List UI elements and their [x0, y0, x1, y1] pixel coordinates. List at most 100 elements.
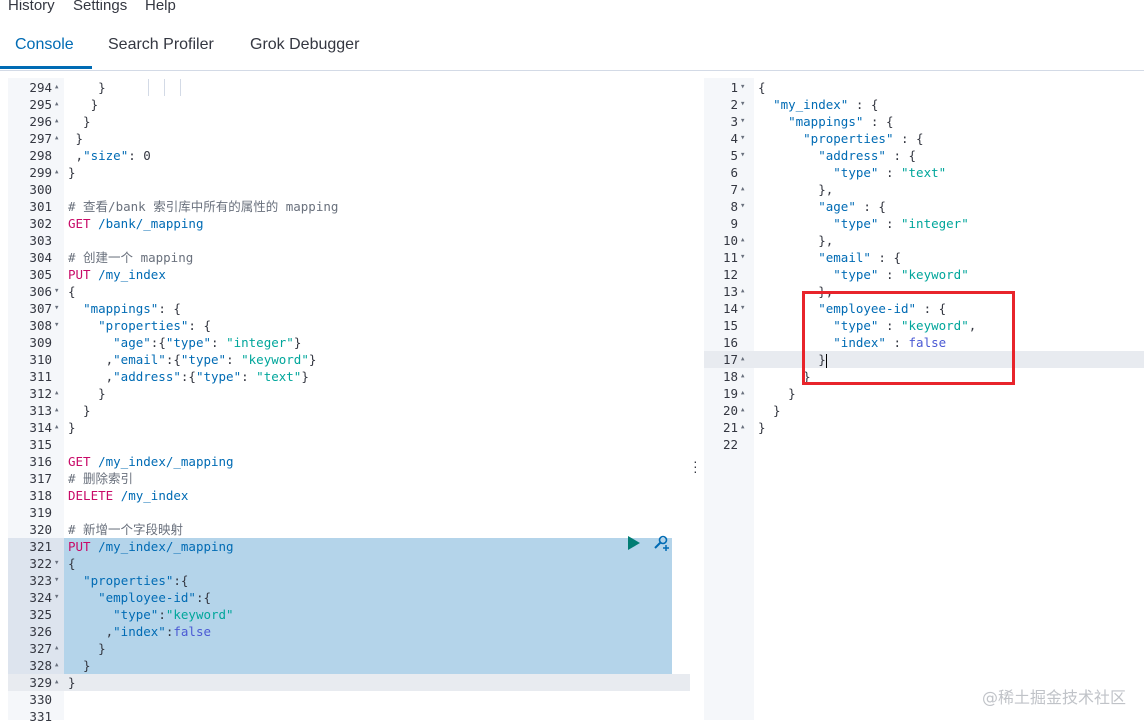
request-line: 319: [8, 504, 690, 521]
code-text: "type" : "text": [833, 165, 947, 180]
menu-help[interactable]: Help: [145, 0, 176, 14]
code-text: PUT /my_index/_mapping: [68, 539, 234, 554]
line-number: 12: [722, 267, 738, 282]
request-line: 295▴ }: [8, 96, 690, 113]
menu-bar: History Settings Help: [0, 0, 1144, 16]
code-text: ,"email":{"type": "keyword"}: [68, 352, 317, 367]
play-icon[interactable]: [628, 536, 640, 550]
line-number: 301: [29, 199, 52, 214]
tab-console[interactable]: Console: [15, 36, 74, 53]
fold-toggle-icon[interactable]: ▴: [740, 405, 746, 415]
fold-toggle-icon[interactable]: ▴: [54, 677, 60, 687]
request-line: 327▴ }: [8, 640, 690, 657]
line-number: 302: [29, 216, 52, 231]
response-line: 3▾ "mappings" : {: [704, 113, 1144, 130]
fold-toggle-icon[interactable]: ▴: [54, 116, 60, 126]
fold-toggle-icon[interactable]: ▴: [740, 371, 746, 381]
request-line: 314▴}: [8, 419, 690, 436]
menu-history[interactable]: History: [8, 0, 55, 14]
code-text: ,"address":{"type": "text"}: [68, 369, 309, 384]
fold-toggle-icon[interactable]: ▾: [54, 558, 60, 568]
tab-search-profiler[interactable]: Search Profiler: [108, 36, 214, 53]
line-number: 15: [722, 318, 738, 333]
menu-settings[interactable]: Settings: [73, 0, 128, 14]
line-number: 10: [722, 233, 738, 248]
fold-toggle-icon[interactable]: ▴: [54, 82, 60, 92]
fold-toggle-icon[interactable]: ▾: [740, 201, 746, 211]
fold-toggle-icon[interactable]: ▾: [740, 133, 746, 143]
tab-grok-debugger[interactable]: Grok Debugger: [250, 36, 360, 53]
response-line: 18▴ }: [704, 368, 1144, 385]
fold-toggle-icon[interactable]: ▾: [740, 82, 746, 92]
fold-toggle-icon[interactable]: ▾: [54, 303, 60, 313]
line-number: 3: [730, 114, 738, 129]
fold-toggle-icon[interactable]: ▾: [740, 116, 746, 126]
fold-toggle-icon[interactable]: ▾: [54, 592, 60, 602]
code-text: ,"index":false: [68, 624, 212, 639]
fold-toggle-icon[interactable]: ▴: [740, 388, 746, 398]
fold-toggle-icon[interactable]: ▴: [740, 184, 746, 194]
fold-toggle-icon[interactable]: ▴: [54, 643, 60, 653]
line-number: 327: [29, 641, 52, 656]
code-text: DELETE /my_index: [68, 488, 189, 503]
line-number: 16: [722, 335, 738, 350]
fold-toggle-icon[interactable]: ▴: [740, 354, 746, 364]
fold-toggle-icon[interactable]: ▾: [740, 252, 746, 262]
fold-toggle-icon[interactable]: ▴: [54, 388, 60, 398]
fold-toggle-icon[interactable]: ▾: [54, 575, 60, 585]
code-text: "email" : {: [818, 250, 902, 265]
code-text: # 新增一个字段映射: [68, 522, 184, 537]
code-text: },: [758, 182, 834, 197]
code-text: "age" : {: [818, 199, 886, 214]
response-line: 5▾ "address" : {: [704, 147, 1144, 164]
fold-toggle-icon[interactable]: ▾: [740, 99, 746, 109]
line-number: 11: [722, 250, 738, 265]
fold-toggle-icon[interactable]: ▾: [740, 150, 746, 160]
code-text: "type" : "keyword": [833, 267, 969, 282]
request-line: 326 ,"index":false: [8, 623, 690, 640]
line-number: 294: [29, 80, 52, 95]
line-number: 311: [29, 369, 52, 384]
response-line: 2▾ "my_index" : {: [704, 96, 1144, 113]
fold-toggle-icon[interactable]: ▴: [740, 422, 746, 432]
line-number: 316: [29, 454, 52, 469]
line-number: 6: [730, 165, 738, 180]
fold-toggle-icon[interactable]: ▾: [54, 286, 60, 296]
fold-toggle-icon[interactable]: ▴: [54, 99, 60, 109]
fold-toggle-icon[interactable]: ▴: [54, 660, 60, 670]
line-number: 1: [730, 80, 738, 95]
wrench-icon[interactable]: [652, 535, 670, 551]
fold-toggle-icon[interactable]: ▴: [54, 405, 60, 415]
active-tab-indicator: [0, 66, 92, 69]
fold-toggle-icon[interactable]: ▴: [740, 286, 746, 296]
line-number: 306: [29, 284, 52, 299]
code-text: "mappings": {: [83, 301, 181, 316]
fold-toggle-icon[interactable]: ▴: [54, 133, 60, 143]
fold-toggle-icon[interactable]: ▾: [54, 320, 60, 330]
code-text: # 创建一个 mapping: [68, 250, 194, 265]
code-text: "properties" : {: [803, 131, 924, 146]
line-number: 330: [29, 692, 52, 707]
request-line: 310 ,"email":{"type": "keyword"}: [8, 351, 690, 368]
fold-toggle-icon[interactable]: ▴: [54, 422, 60, 432]
tab-bar: Console Search Profiler Grok Debugger: [0, 18, 1144, 71]
line-number: 331: [29, 709, 52, 724]
line-number: 18: [722, 369, 738, 384]
line-number: 321: [29, 539, 52, 554]
fold-toggle-icon[interactable]: ▴: [54, 167, 60, 177]
line-number: 312: [29, 386, 52, 401]
vertical-ellipsis-icon[interactable]: ···: [693, 453, 698, 479]
response-line: 12 "type" : "keyword": [704, 266, 1144, 283]
response-line: 19▴ }: [704, 385, 1144, 402]
line-number: 322: [29, 556, 52, 571]
response-line: 15 "type" : "keyword",: [704, 317, 1144, 334]
line-number: 21: [722, 420, 738, 435]
response-line: 6 "type" : "text": [704, 164, 1144, 181]
watermark: @稀土掘金技术社区: [981, 688, 1126, 707]
line-number: 4: [730, 131, 738, 146]
fold-toggle-icon[interactable]: ▾: [740, 303, 746, 313]
fold-toggle-icon[interactable]: ▴: [740, 235, 746, 245]
